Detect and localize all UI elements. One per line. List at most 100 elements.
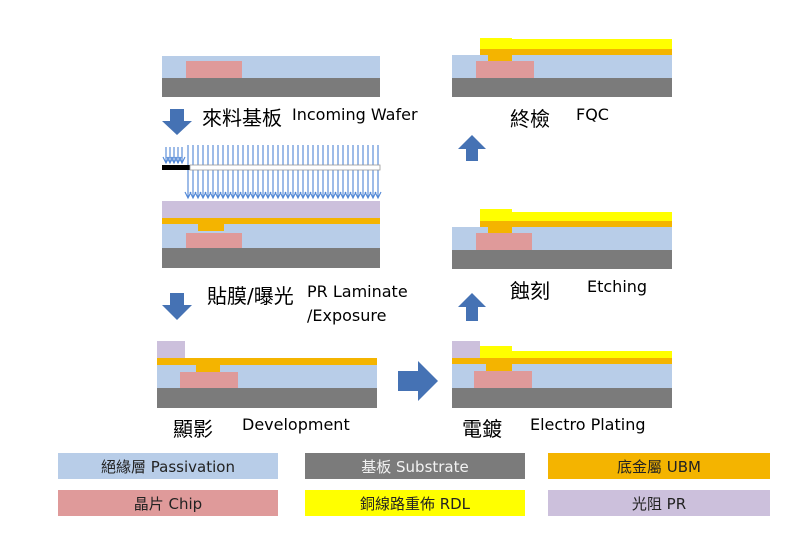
- rdl-layer: [512, 212, 672, 221]
- ubm-layer: [480, 221, 672, 227]
- step-label-en: FQC: [576, 105, 609, 124]
- substrate-layer: [162, 78, 380, 97]
- passivation-layer: [220, 365, 377, 388]
- substrate-layer: [157, 388, 377, 408]
- uv-ray-head: [189, 191, 197, 200]
- pr-laminate-exposure-illustration: [162, 145, 382, 268]
- rdl-layer: [480, 38, 512, 49]
- right-arrow-icon: [398, 361, 438, 401]
- legend-pr: 光阻 PR: [548, 490, 770, 516]
- step-label-en: Etching: [587, 277, 648, 296]
- ubm-layer: [480, 49, 672, 55]
- uv-ray-head: [369, 191, 377, 200]
- uv-ray-head: [219, 191, 227, 200]
- step-label-en: Electro Plating: [530, 415, 646, 434]
- chip-pad: [476, 233, 532, 250]
- uv-ray-head: [239, 191, 247, 200]
- fqc-illustration: [452, 38, 672, 97]
- uv-ray-head: [334, 191, 342, 200]
- passivation-layer: [512, 227, 672, 250]
- step-label-zh: 終檢: [510, 107, 550, 131]
- uv-ray-head: [324, 191, 332, 200]
- chip-pad: [186, 61, 242, 78]
- uv-ray-head: [199, 191, 207, 200]
- uv-ray-head: [319, 191, 327, 200]
- uv-ray-head: [299, 191, 307, 200]
- ubm-via: [198, 224, 224, 231]
- step-label-zh: 電鍍: [462, 417, 502, 441]
- uv-ray-head: [234, 191, 242, 200]
- uv-ray-head: [209, 191, 217, 200]
- chip-pad: [476, 61, 534, 78]
- step-label-zh: 顯影: [173, 417, 213, 441]
- passivation-layer: [512, 55, 672, 78]
- legend-rdl: 銅線路重佈 RDL: [305, 490, 525, 516]
- uv-ray-head: [269, 191, 277, 200]
- uv-exposure-arrows: [162, 145, 382, 200]
- electro-plating-illustration: [452, 341, 672, 408]
- incoming-wafer-illustration: [162, 56, 380, 97]
- uv-ray-head: [194, 191, 202, 200]
- legend-substrate: 基板 Substrate: [305, 453, 525, 479]
- ubm-via: [196, 365, 220, 372]
- passivation-layer: [224, 224, 380, 248]
- substrate-layer: [452, 78, 672, 97]
- pr-layer: [452, 341, 480, 358]
- uv-ray-head: [259, 191, 267, 200]
- down-arrow-icon: [162, 109, 192, 135]
- uv-ray-head: [354, 191, 362, 200]
- ubm-via: [488, 55, 512, 61]
- uv-ray-head: [249, 191, 257, 200]
- uv-ray-head: [349, 191, 357, 200]
- pr-layer: [157, 341, 185, 358]
- uv-ray-head: [294, 191, 302, 200]
- ubm-layer: [452, 358, 672, 364]
- uv-ray-head: [274, 191, 282, 200]
- photomask-opaque: [162, 165, 190, 170]
- rdl-layer: [512, 351, 672, 358]
- ubm-via: [486, 364, 512, 371]
- chip-pad: [186, 233, 242, 248]
- uv-ray-head: [279, 191, 287, 200]
- rdl-layer: [480, 346, 512, 358]
- substrate-layer: [162, 248, 380, 268]
- uv-ray-head: [314, 191, 322, 200]
- ubm-layer: [162, 218, 380, 224]
- uv-ray-head: [229, 191, 237, 200]
- pr-layer: [162, 201, 380, 218]
- uv-ray-head: [344, 191, 352, 200]
- down-arrow-icon: [162, 293, 192, 320]
- passivation-layer: [512, 364, 672, 388]
- step-label-zh: 來料基板: [202, 106, 282, 130]
- uv-ray-head: [264, 191, 272, 200]
- ubm-layer: [157, 358, 377, 365]
- legend-passivation: 絕緣層 Passivation: [58, 453, 278, 479]
- rdl-layer: [480, 209, 512, 221]
- step-label-en: Incoming Wafer: [292, 105, 418, 124]
- uv-ray-head: [284, 191, 292, 200]
- photomask-clear: [189, 164, 381, 171]
- uv-ray-head: [359, 191, 367, 200]
- uv-ray-head: [339, 191, 347, 200]
- uv-ray-head: [309, 191, 317, 200]
- ubm-via: [488, 227, 512, 233]
- uv-ray-head: [244, 191, 252, 200]
- development-illustration: [157, 341, 377, 408]
- step-label-en: Development: [242, 415, 350, 434]
- flow-arrows: [162, 109, 486, 401]
- step-label-en: /Exposure: [307, 306, 387, 325]
- chip-pad: [474, 371, 532, 388]
- up-arrow-icon: [458, 293, 486, 321]
- substrate-layer: [452, 250, 672, 269]
- legend-chip: 晶片 Chip: [58, 490, 278, 516]
- uv-ray-head: [184, 191, 192, 200]
- etching-illustration: [452, 209, 672, 269]
- step-label-zh: 貼膜/曝光: [207, 284, 294, 308]
- step-label-en: PR Laminate: [307, 282, 408, 301]
- uv-ray-head: [178, 156, 186, 165]
- uv-ray-head: [214, 191, 222, 200]
- uv-ray-head: [304, 191, 312, 200]
- uv-ray-head: [364, 191, 372, 200]
- uv-ray-head: [289, 191, 297, 200]
